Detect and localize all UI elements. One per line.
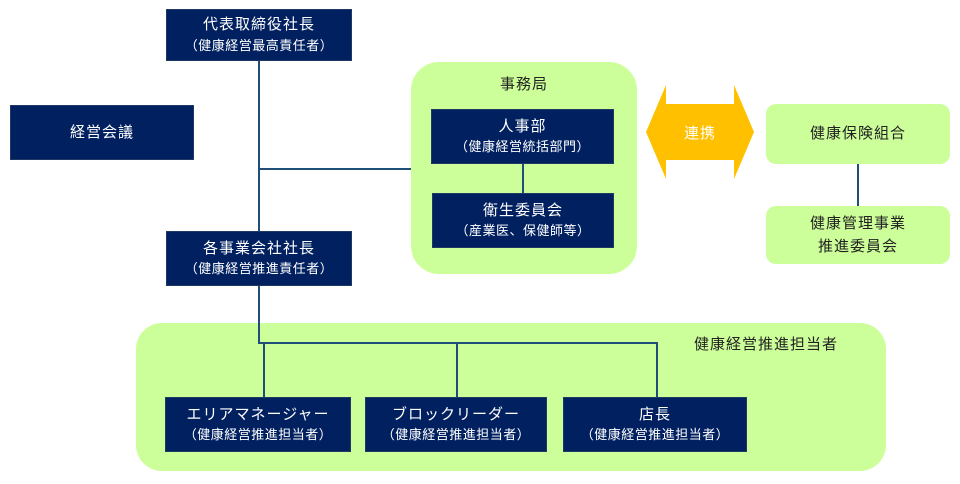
health-promotion-committee-line2: 推進委員会 [817, 237, 898, 255]
connector-branch-area-manager [263, 342, 265, 397]
connector-insurance-committee [857, 164, 859, 206]
block-leader-box: ブロックリーダー （健康経営推進担当者） [365, 397, 547, 452]
health-committee-subtitle: （産業医、保健師等） [455, 224, 591, 240]
health-promotion-committee-line1: 健康管理事業 [809, 213, 906, 232]
area-manager-box: エリアマネージャー （健康経営推進担当者） [165, 397, 351, 452]
connector-trunk [258, 59, 260, 233]
hr-box: 人事部 （健康経営統括部門） [431, 109, 614, 164]
collaboration-label: 連携 [683, 123, 716, 142]
block-leader-title: ブロックリーダー [391, 404, 520, 423]
hr-subtitle: （健康経営統括部門） [454, 140, 590, 156]
double-arrow-shape [646, 85, 754, 179]
double-arrow-icon [646, 85, 754, 179]
connector-branch-block-leader [456, 342, 458, 397]
area-manager-title: エリアマネージャー [186, 404, 330, 423]
area-manager-subtitle: （健康経営推進担当者） [183, 428, 333, 444]
store-manager-box: 店長 （健康経営推進担当者） [563, 397, 747, 452]
promoters-title: 健康経営推進担当者 [694, 335, 839, 353]
health-committee-box: 衛生委員会 （産業医、保健師等） [432, 193, 614, 248]
health-insurance-box: 健康保険組合 [766, 104, 950, 164]
connector-branch-horizontal [258, 342, 658, 344]
store-manager-title: 店長 [638, 404, 671, 423]
company-president-box: 各事業会社社長 （健康経営推進責任者） [166, 231, 352, 286]
management-meeting-title: 経営会議 [69, 122, 134, 141]
health-promotion-committee-box: 健康管理事業 推進委員会 [766, 206, 950, 264]
management-meeting-box: 経営会議 [10, 105, 194, 160]
connector-to-secretariat [258, 168, 411, 170]
store-manager-subtitle: （健康経営推進担当者） [580, 428, 730, 444]
block-leader-subtitle: （健康経営推進担当者） [381, 428, 531, 444]
health-committee-title: 衛生委員会 [482, 200, 563, 219]
connector-president-down [258, 286, 260, 343]
secretariat-title: 事務局 [499, 75, 548, 93]
hr-title: 人事部 [498, 116, 547, 135]
connector-hr-committee [522, 164, 524, 194]
company-president-subtitle: （健康経営推進責任者） [184, 262, 334, 278]
connector-branch-store-manager [656, 342, 658, 397]
health-insurance-title: 健康保険組合 [809, 124, 906, 143]
company-president-title: 各事業会社社長 [202, 238, 315, 257]
ceo-subtitle: （健康経営最高責任者） [184, 38, 334, 54]
ceo-title: 代表取締役社長 [202, 15, 315, 34]
ceo-box: 代表取締役社長 （健康経営最高責任者） [166, 9, 352, 61]
